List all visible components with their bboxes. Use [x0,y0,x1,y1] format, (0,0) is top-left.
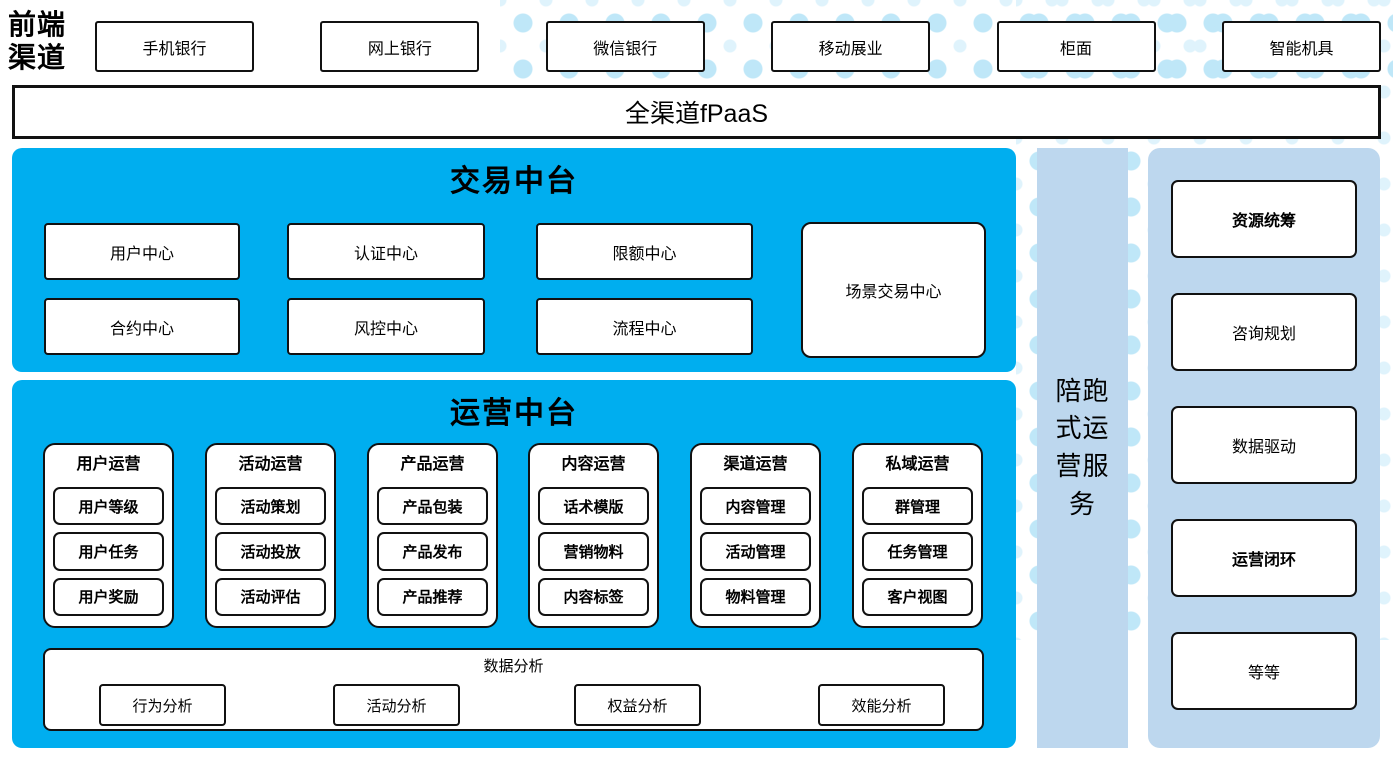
op-column-heading: 产品运营 [400,456,465,473]
channel-box-online-banking: 网上银行 [320,21,480,72]
channel-row: 手机银行 网上银行 微信银行 移动展业 柜面 智能机具 [95,21,1381,72]
analytics-item-activity: 活动分析 [333,684,460,726]
op-column-heading: 活动运营 [238,456,303,473]
companion-service-column: 陪跑式运营服务 [1037,148,1128,748]
trade-platform-panel: 交易中台 用户中心 认证中心 限额中心 合约中心 风控中心 流程中心 场景交易中… [12,148,1016,372]
op-column-channel: 渠道运营 内容管理 活动管理 物料管理 [690,443,821,628]
op-item: 产品包装 [377,487,488,526]
channel-box-mobile-marketing: 移动展业 [771,21,931,72]
op-column-heading: 渠道运营 [723,456,788,473]
op-column-user: 用户运营 用户等级 用户任务 用户奖励 [43,443,174,628]
op-column-content: 内容运营 话术模版 营销物料 内容标签 [528,443,659,628]
box-auth-center: 认证中心 [287,223,485,280]
op-item: 内容标签 [538,577,649,616]
box-limit-center: 限额中心 [536,223,753,280]
analytics-item-rights: 权益分析 [574,684,701,726]
op-item: 物料管理 [700,577,811,616]
box-contract-center: 合约中心 [44,298,240,355]
service-box-data-driven: 数据驱动 [1171,406,1357,484]
op-item: 活动策划 [215,487,326,526]
box-scenario-trade-center: 场景交易中心 [801,222,986,358]
op-column-heading: 私域运营 [885,456,950,473]
op-item: 群管理 [862,487,973,526]
trade-platform-title: 交易中台 [450,164,578,199]
channel-box-wechat-banking: 微信银行 [545,21,705,72]
channel-box-smart-devices: 智能机具 [1221,21,1381,72]
op-item: 活动投放 [215,532,326,571]
op-column-product: 产品运营 产品包装 产品发布 产品推荐 [367,443,498,628]
op-column-heading: 内容运营 [561,456,626,473]
op-item: 活动管理 [700,532,811,571]
box-risk-center: 风控中心 [287,298,485,355]
op-item: 话术模版 [538,487,649,526]
operation-platform-panel: 运营中台 用户运营 用户等级 用户任务 用户奖励 活动运营 活动策划 活动投放 … [12,380,1016,748]
op-column-heading: 用户运营 [76,456,141,473]
op-item: 产品发布 [377,532,488,571]
op-item: 用户任务 [53,532,164,571]
op-column-private-domain: 私域运营 群管理 任务管理 客户视图 [852,443,983,628]
services-panel: 资源统筹 咨询规划 数据驱动 运营闭环 等等 [1148,148,1380,748]
data-analytics-container: 数据分析 行为分析 活动分析 权益分析 效能分析 [43,648,984,731]
op-item: 产品推荐 [377,577,488,616]
companion-service-label: 陪跑式运营服务 [1055,375,1110,519]
service-box-consulting: 咨询规划 [1171,293,1357,371]
analytics-item-efficiency: 效能分析 [818,684,945,726]
op-item: 活动评估 [215,577,326,616]
op-item: 内容管理 [700,487,811,526]
op-column-activity: 活动运营 活动策划 活动投放 活动评估 [205,443,336,628]
box-user-center: 用户中心 [44,223,240,280]
channel-box-counter: 柜面 [996,21,1156,72]
op-item: 用户奖励 [53,577,164,616]
channel-box-mobile-banking: 手机银行 [95,21,254,72]
box-process-center: 流程中心 [536,298,753,355]
operation-platform-title: 运营中台 [450,396,578,431]
op-item: 营销物料 [538,532,649,571]
op-item: 客户视图 [862,577,973,616]
fpaas-bar: 全渠道fPaaS [12,85,1381,139]
service-box-etc: 等等 [1171,632,1357,710]
service-box-resource-planning: 资源统筹 [1171,180,1357,258]
op-item: 用户等级 [53,487,164,526]
frontend-channels-label: 前端渠道 [8,8,67,75]
analytics-item-behavior: 行为分析 [99,684,226,726]
data-analytics-title: 数据分析 [483,658,544,675]
service-box-operation-loop: 运营闭环 [1171,519,1357,597]
op-item: 任务管理 [862,532,973,571]
